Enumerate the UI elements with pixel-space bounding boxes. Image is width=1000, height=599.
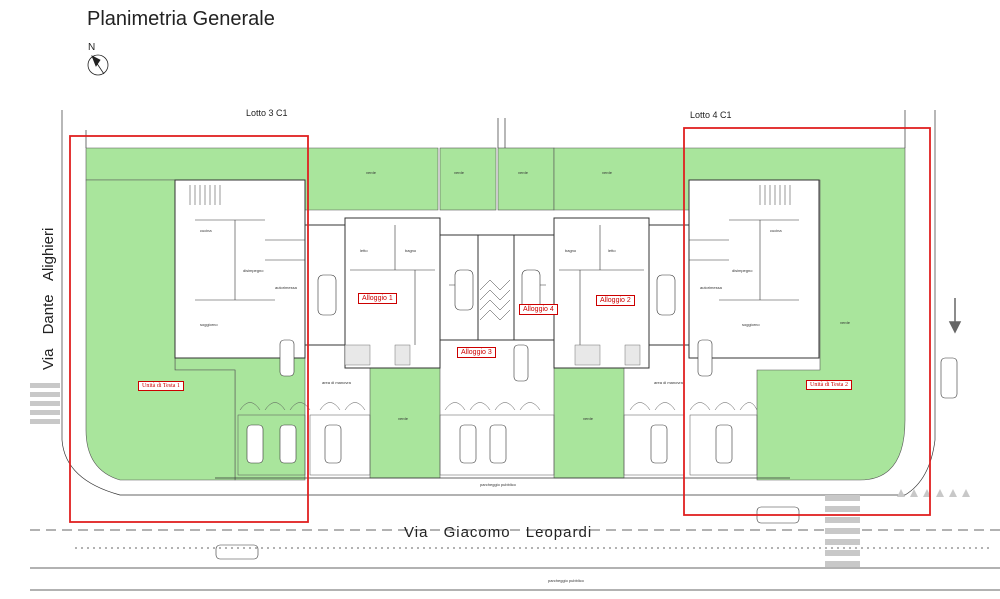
manoeuvre-label: area di manovra [322,380,351,385]
entry-porches [344,344,641,366]
room-label: letto [608,248,616,253]
parking-label: parcheggio pubblico [548,578,584,583]
garage-label: autorimessa [700,285,722,290]
apartment-label-2: Alloggio 2 [596,295,635,306]
garage-label: autorimessa [275,285,297,290]
room-label: disimpegno [732,268,753,273]
zebra-crossings [30,383,970,567]
lawn-label: verde [398,416,409,421]
north-arrow-icon [87,54,109,76]
interior-walls [195,219,799,345]
parked-cars [215,269,958,560]
room-label: bagno [405,248,417,253]
apartment-label-3: Alloggio 3 [457,347,496,358]
street-label-bottom: Via Giacomo Leopardi [404,524,593,541]
lawn-label: verde [366,170,377,175]
lot-label-left: Lotto 3 C1 [246,108,288,118]
apartment-label-4: Alloggio 4 [519,304,558,315]
unit-label-left: Unità di Testa 1 [138,381,184,391]
stairs [189,185,791,321]
north-label: N [88,42,96,53]
street-label-left: Via Dante Alighieri [40,227,57,370]
lawn-label: verde [518,170,529,175]
traffic-arrow-icon [948,298,962,334]
manoeuvre-label: area di manovra [654,380,683,385]
lawn-label: verde [454,170,465,175]
room-label: cucina [200,228,212,233]
room-label: bagno [565,248,577,253]
unit-label-right: Unità di Testa 2 [806,380,852,390]
room-label: soggiorno [200,322,218,327]
buildings [174,179,820,369]
unit-highlights [69,127,931,523]
room-label: letto [360,248,368,253]
apartment-label-1: Alloggio 1 [358,293,397,304]
lawn-label: verde [583,416,594,421]
room-label: soggiorno [742,322,760,327]
room-label: disimpegno [243,268,264,273]
lot-label-right: Lotto 4 C1 [690,110,732,120]
page-title: Planimetria Generale [87,8,275,30]
parking-bays [237,402,758,476]
lawn-label: verde [840,320,851,325]
parking-label: parcheggio pubblico [480,482,516,487]
lawn-label: verde [602,170,613,175]
room-label: cucina [770,228,782,233]
